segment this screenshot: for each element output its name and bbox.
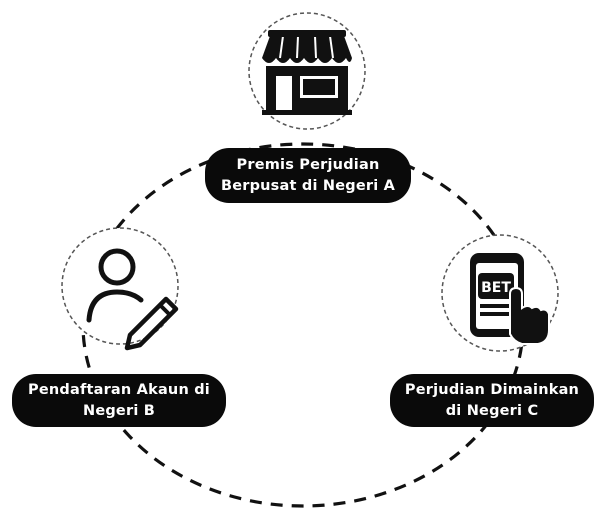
shop-storefront-icon [248,12,366,130]
user-edit-icon [61,227,179,351]
perjudian-line-1: Perjudian Dimainkan [404,381,580,398]
perjudian-node-label: Perjudian Dimainkan di Negeri C [390,374,594,427]
perjudian-line-2: di Negeri C [445,402,539,419]
premis-node-label: Premis Perjudian Berpusat di Negeri A [205,148,411,203]
pendaftaran-node-label: Pendaftaran Akaun di Negeri B [12,374,226,427]
bet-phone-tap-icon: BET [441,234,559,352]
premis-line-1: Premis Perjudian [236,156,380,173]
pendaftaran-line-2: Negeri B [82,402,155,419]
pendaftaran-line-1: Pendaftaran Akaun di [28,381,210,398]
premis-line-2: Berpusat di Negeri A [220,177,396,194]
bet-label: BET [481,280,511,296]
